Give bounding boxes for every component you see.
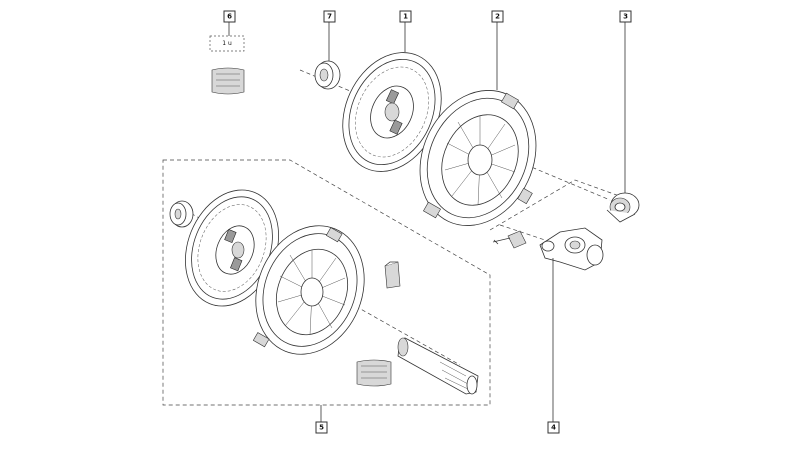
kit-grease-sachet-part (356, 359, 392, 387)
svg-text:1: 1 (403, 13, 408, 21)
release-bearing-part (606, 192, 640, 223)
svg-text:2: 2 (495, 13, 500, 21)
svg-text:7: 7 (327, 13, 332, 21)
svg-text:5: 5 (319, 424, 324, 432)
kit-boundary (162, 159, 491, 406)
slave-cylinder-part (539, 227, 604, 271)
callout-4: 4 (547, 421, 560, 434)
pilot-bearing-part (314, 60, 341, 90)
kit-alignment-tool-part (397, 337, 479, 395)
callout-3: 3 (619, 10, 632, 23)
grease-sachet-part: 1 u (209, 35, 245, 95)
callout-5: 5 (315, 421, 328, 434)
kit-pressure-plate-part (252, 225, 365, 355)
svg-text:4: 4 (551, 424, 556, 432)
bolt-guide-line (499, 224, 546, 241)
callout-1: 1 (399, 10, 412, 23)
pressure-plate-part (419, 90, 537, 226)
kit-clutch-disc-part (185, 189, 279, 307)
kit-pilot-bearing-part (169, 200, 194, 228)
callout-7: 7 (323, 10, 336, 23)
svg-text:3: 3 (623, 13, 628, 21)
callout-6: 6 (223, 10, 236, 23)
clutch-disc-part (342, 52, 442, 172)
grease-quantity-label: 1 u (222, 40, 232, 47)
svg-text:6: 6 (227, 13, 232, 21)
kit-grease-pouch-part (384, 261, 401, 289)
bearing-guide-line (489, 179, 626, 231)
bolt-part (492, 230, 527, 249)
callout-2: 2 (491, 10, 504, 23)
